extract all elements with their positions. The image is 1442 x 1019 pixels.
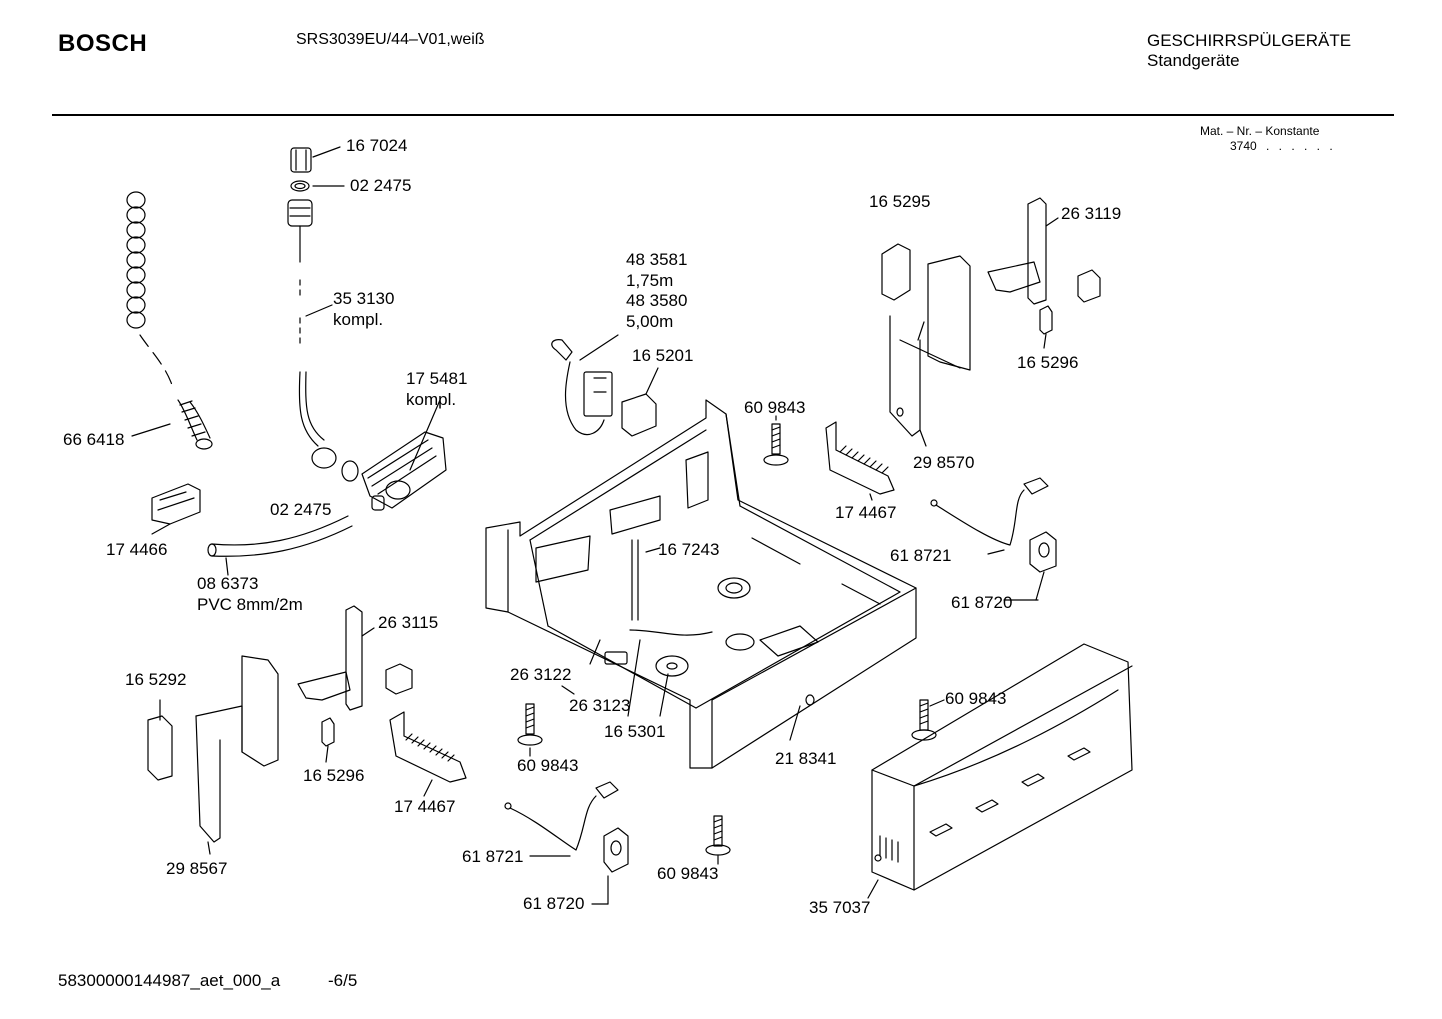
bracket-298567-part <box>147 655 279 855</box>
part-label-165296-lower: 16 5296 <box>303 766 365 785</box>
mat-nr-label: Mat. – Nr. – Konstante <box>1200 124 1320 138</box>
leader-lines <box>561 547 1039 741</box>
part-label-500m: 5,00m <box>626 312 674 331</box>
mat-nr-value: 3740 <box>1230 139 1257 153</box>
bracket-263119-part <box>987 197 1101 349</box>
part-label-609843-c: 60 9843 <box>945 689 1007 708</box>
power-cable-part <box>551 334 659 437</box>
part-label-165301: 16 5301 <box>604 722 666 741</box>
part-label-263115: 26 3115 <box>378 613 439 632</box>
part-label-298567: 29 8567 <box>166 859 228 878</box>
valve-assembly-part <box>361 399 447 511</box>
part-label-175481: 17 5481 <box>406 369 468 388</box>
drain-hose-part <box>126 191 213 450</box>
inlet-hose-part <box>287 146 359 482</box>
part-label-165292: 16 5292 <box>125 670 187 689</box>
foot-screw-a <box>763 415 789 466</box>
pvc-hose-part <box>207 515 353 576</box>
part-label-609843-d: 60 9843 <box>657 864 719 883</box>
part-label-175m: 1,75m <box>626 271 674 290</box>
bracket-298570-part <box>881 243 971 447</box>
part-label-022475-top: 02 2475 <box>350 176 412 195</box>
spring-upper-part <box>825 421 895 501</box>
part-label-609843-b: 60 9843 <box>517 756 579 775</box>
part-label-666418: 66 6418 <box>63 430 125 449</box>
part-label-353130-kompl: kompl. <box>333 310 384 329</box>
part-label-357037: 35 7037 <box>809 898 871 917</box>
kickplate-part <box>867 643 1133 899</box>
page-number: -6/5 <box>328 971 358 990</box>
part-label-086373: 08 6373 <box>197 574 259 593</box>
document-id: 58300000144987_aet_000_a <box>58 971 281 990</box>
part-label-618720-upper: 61 8720 <box>951 593 1013 612</box>
part-label-165295: 16 5295 <box>869 192 931 211</box>
part-label-609843-a: 60 9843 <box>744 398 806 417</box>
part-label-167024: 16 7024 <box>346 136 408 155</box>
part-label-263123: 26 3123 <box>569 696 631 715</box>
brand-logo: BOSCH <box>58 30 148 57</box>
bracket-263115-part <box>297 605 413 763</box>
part-label-167243: 16 7243 <box>658 540 720 559</box>
foot-screw-c <box>911 699 945 741</box>
part-label-263119: 26 3119 <box>1061 204 1122 223</box>
part-label-618721-upper: 61 8721 <box>890 546 952 565</box>
bracket-174466-part <box>151 483 201 535</box>
part-label-618721-lower: 61 8721 <box>462 847 524 866</box>
part-label-483580: 48 3580 <box>626 291 688 310</box>
part-label-353130: 35 3130 <box>333 289 395 308</box>
base-tub-part <box>485 399 917 769</box>
part-label-165201: 16 5201 <box>632 346 694 365</box>
part-label-174467-lower: 17 4467 <box>394 797 456 816</box>
part-label-618720-lower: 61 8720 <box>523 894 585 913</box>
header-divider <box>52 114 1394 116</box>
model-number: SRS3039EU/44–V01,weiß <box>296 31 485 48</box>
part-label-pvc: PVC 8mm/2m <box>197 595 303 614</box>
mat-nr-dots: . . . . . . <box>1266 139 1336 153</box>
sensor-cable-lower <box>504 781 629 905</box>
foot-screw-b <box>517 703 543 757</box>
part-label-022475-mid: 02 2475 <box>270 500 332 519</box>
part-label-483581: 48 3581 <box>626 250 688 269</box>
sensor-cable-upper <box>930 477 1057 601</box>
part-label-263122: 26 3122 <box>510 665 572 684</box>
part-label-165296-upper: 16 5296 <box>1017 353 1079 372</box>
part-label-174467-upper: 17 4467 <box>835 503 897 522</box>
spring-lower-part <box>389 711 467 797</box>
part-label-298570: 29 8570 <box>913 453 975 472</box>
subcategory-title: Standgeräte <box>1147 51 1240 70</box>
part-label-174466: 17 4466 <box>106 540 168 559</box>
part-label-218341: 21 8341 <box>775 749 837 768</box>
foot-screw-d <box>705 815 731 865</box>
category-title: GESCHIRRSPÜLGERÄTE <box>1147 31 1352 50</box>
part-label-175481-kompl: kompl. <box>406 390 457 409</box>
